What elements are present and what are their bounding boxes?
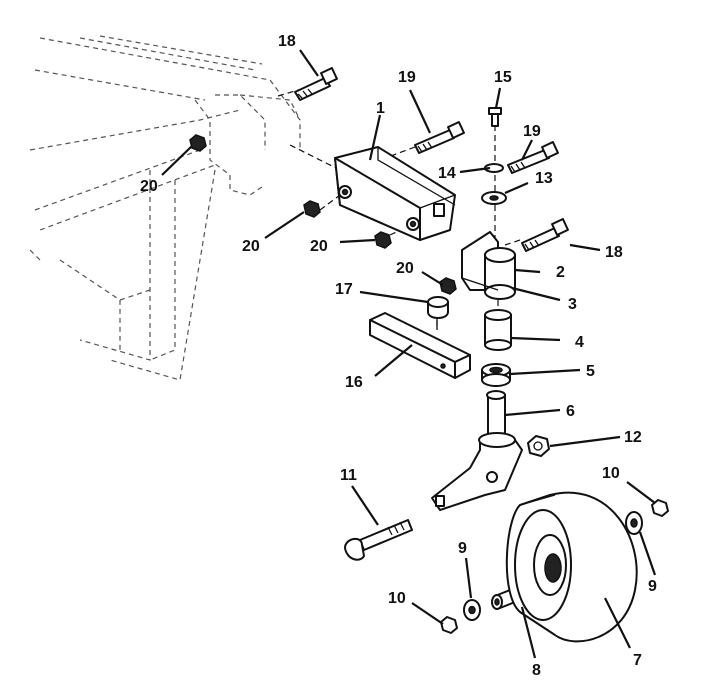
callout-5: 5 <box>586 363 595 380</box>
bolt-19-right <box>507 141 559 174</box>
mower-frame-outline <box>29 35 301 381</box>
carriage-bolt-11 <box>344 519 413 561</box>
nut-20-frame <box>189 134 207 152</box>
bolt-19-left <box>414 121 465 154</box>
nut-10-left <box>440 616 458 634</box>
callout-13: 13 <box>535 170 553 187</box>
callout-20-left: 20 <box>242 238 260 255</box>
cap-17 <box>427 296 449 330</box>
callout-labels: 18 19 15 19 1 14 13 20 20 20 20 18 2 3 1… <box>140 33 657 679</box>
callout-17: 17 <box>335 281 353 298</box>
washer-9-right <box>625 511 643 535</box>
callout-19-right: 19 <box>523 123 541 140</box>
washer-9-left <box>463 599 481 621</box>
spacer-5 <box>481 363 511 387</box>
callout-20-mid: 20 <box>310 238 328 255</box>
arm-16 <box>369 312 471 379</box>
bolt-18-right <box>521 218 569 252</box>
callout-10-right: 10 <box>602 465 620 482</box>
wheel-7 <box>505 491 638 643</box>
callout-14: 14 <box>438 165 456 182</box>
callout-11: 11 <box>340 467 357 484</box>
callout-3: 3 <box>568 296 577 313</box>
callout-9-right: 9 <box>648 578 657 595</box>
callout-19-left: 19 <box>398 69 416 86</box>
bolt-18-upper <box>294 67 338 101</box>
bracket-1 <box>334 146 456 241</box>
screw-15 <box>488 107 502 127</box>
nut-20-left <box>303 200 321 218</box>
leader-lines <box>161 49 657 659</box>
callout-7: 7 <box>633 652 642 669</box>
nut-20-mid <box>374 231 392 249</box>
yoke-6 <box>431 390 523 511</box>
callout-20-right: 20 <box>396 260 414 277</box>
callout-18-right: 18 <box>605 244 623 261</box>
nut-12 <box>527 435 550 457</box>
nut-10-right <box>651 499 669 517</box>
flat-washer-13 <box>481 191 507 205</box>
nut-20-right <box>439 277 457 295</box>
callout-1: 1 <box>376 100 385 117</box>
callout-16: 16 <box>345 374 363 391</box>
callout-6: 6 <box>566 403 575 420</box>
callout-20-frame: 20 <box>140 178 158 195</box>
pivot-housing-2-3 <box>461 231 516 300</box>
callout-18-top: 18 <box>278 33 296 50</box>
callout-12: 12 <box>624 429 642 446</box>
callout-2: 2 <box>556 264 565 281</box>
callout-9-left: 9 <box>458 540 467 557</box>
callout-8: 8 <box>532 662 541 679</box>
bushing-4 <box>484 309 512 351</box>
callout-4: 4 <box>575 334 584 351</box>
callout-10-left: 10 <box>388 590 406 607</box>
callout-15: 15 <box>494 69 512 86</box>
